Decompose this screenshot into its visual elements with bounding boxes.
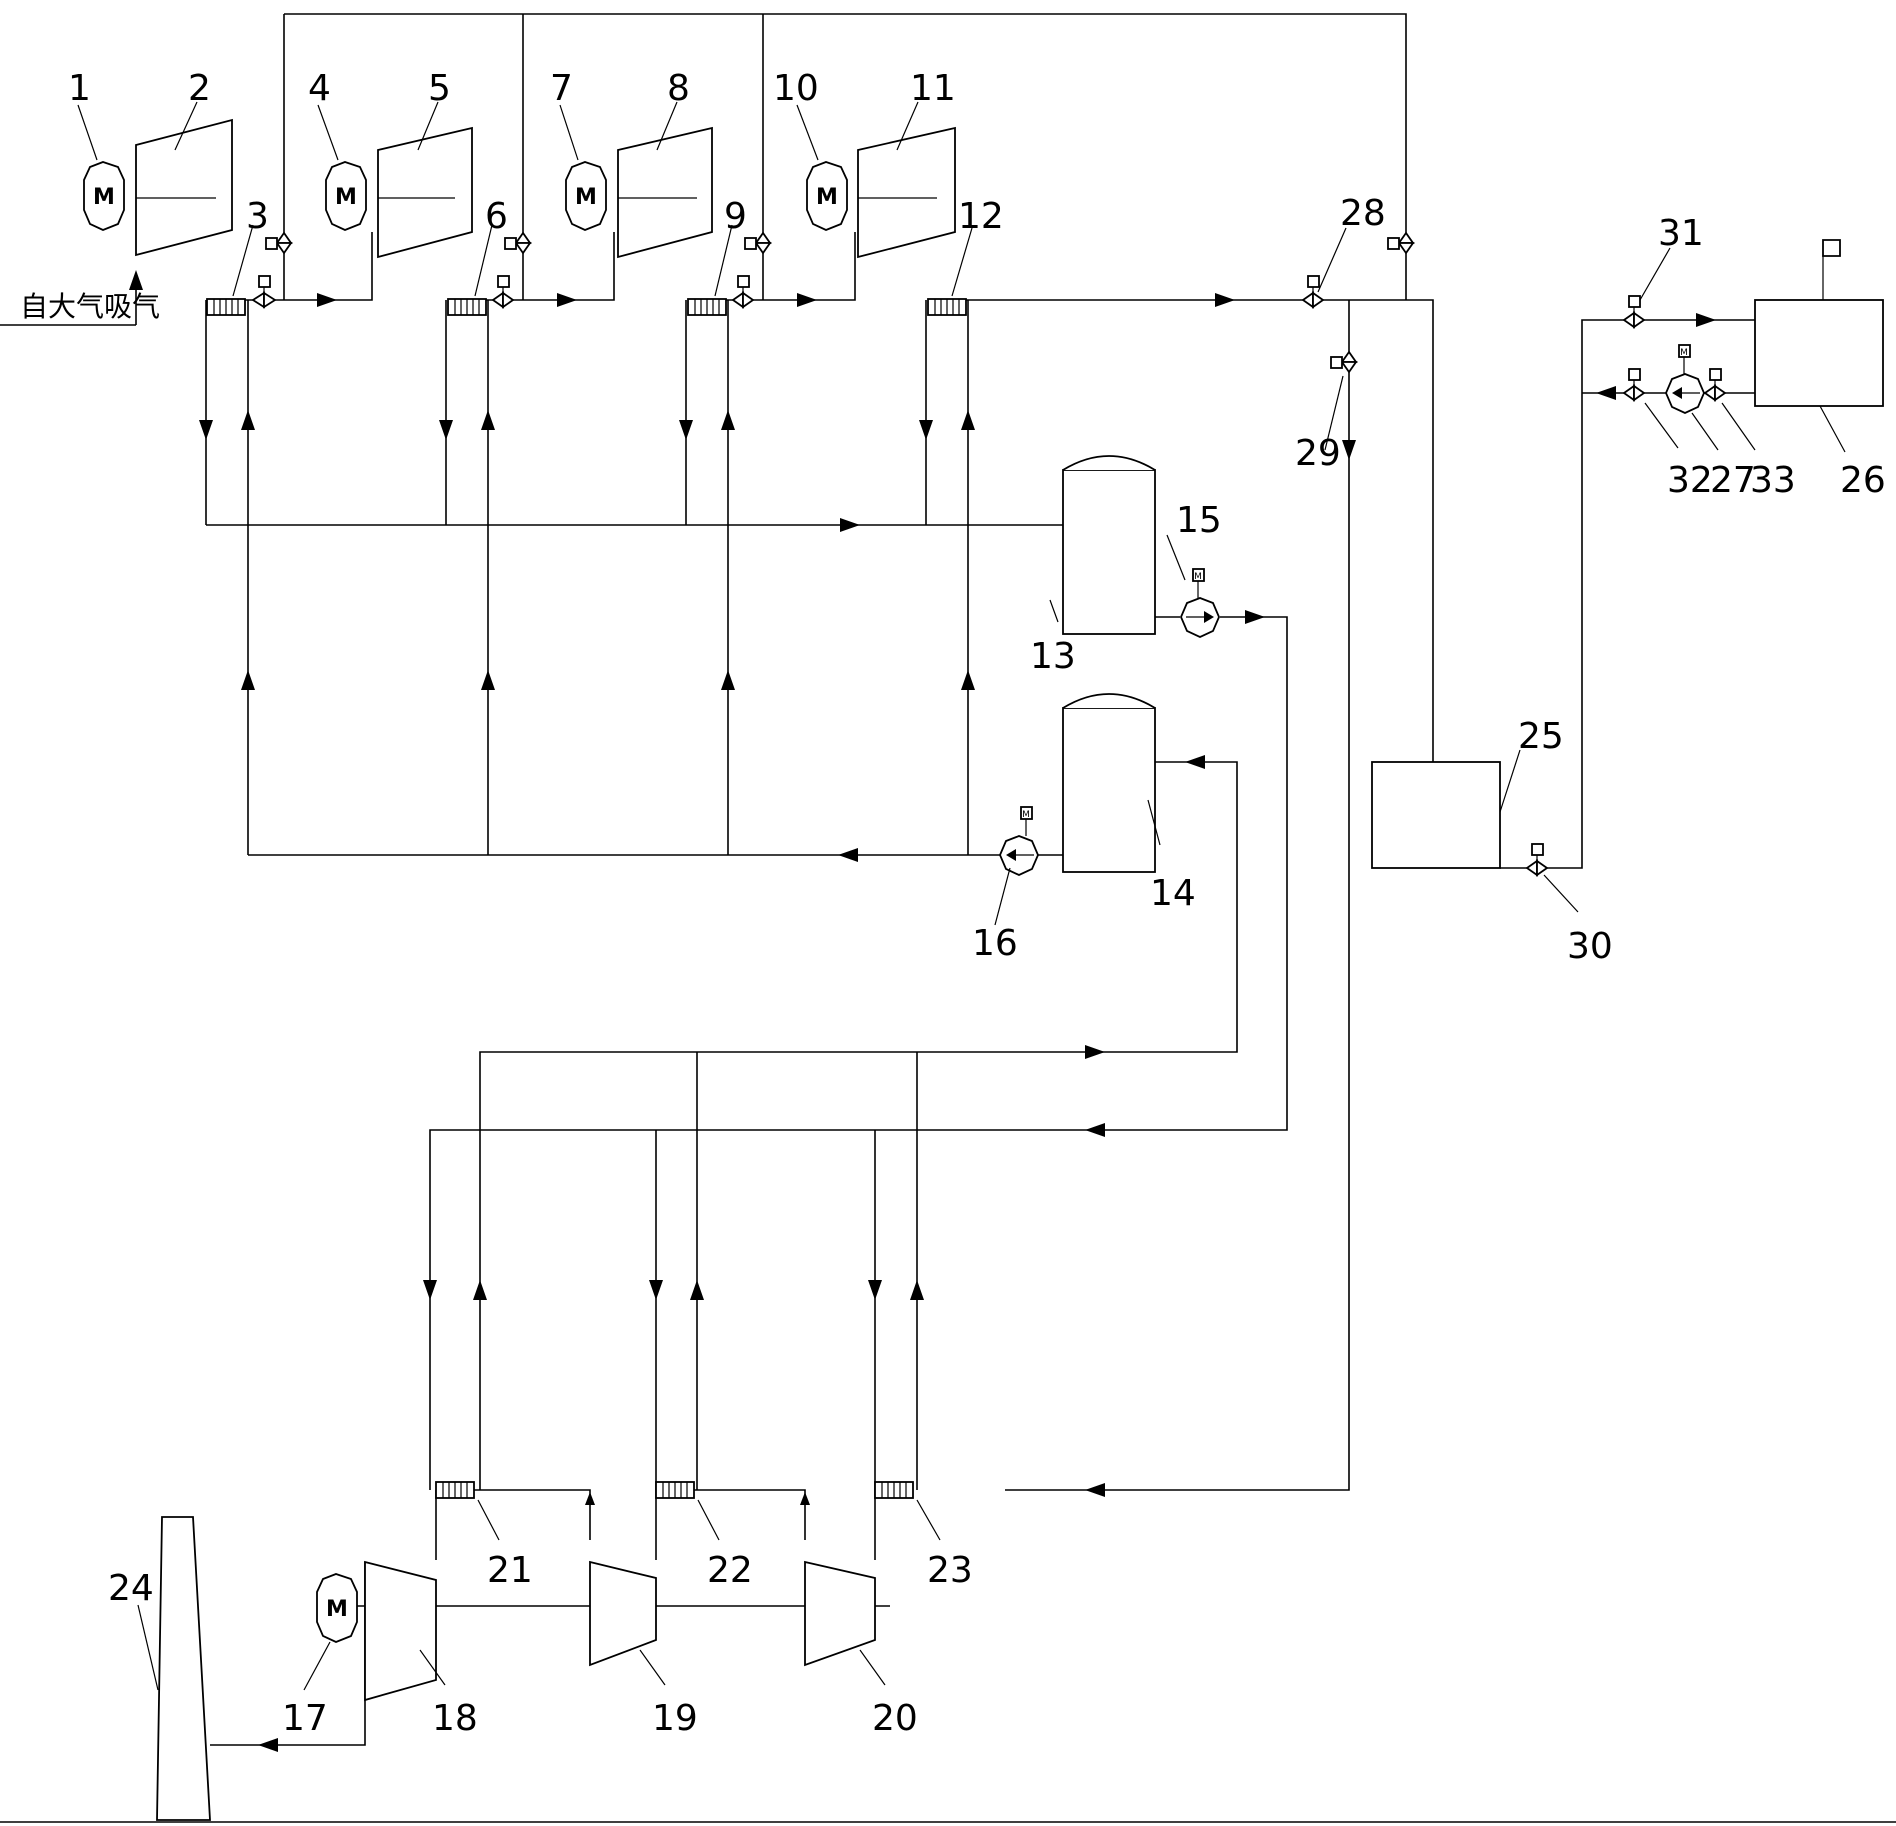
pump-15-icon: M	[1180, 568, 1220, 638]
label-20: 20	[872, 1698, 918, 1739]
heat-exchanger-22	[655, 1481, 695, 1499]
motor-17-icon: M	[316, 1573, 358, 1643]
label-15: 15	[1176, 500, 1222, 541]
label-6: 6	[485, 196, 508, 237]
label-14: 14	[1150, 873, 1196, 914]
user-unit-26	[1754, 239, 1884, 407]
label-10: 10	[773, 68, 819, 109]
expander-18	[364, 1560, 437, 1702]
valve-33-icon	[1703, 368, 1727, 402]
motor-7-icon: M	[565, 161, 607, 231]
valve-vertical-icon	[1387, 231, 1415, 255]
label-1: 1	[68, 68, 91, 109]
motor-symbol: M	[575, 185, 597, 210]
label-3: 3	[246, 196, 269, 237]
expander-19	[589, 1560, 657, 1667]
label-13: 13	[1030, 636, 1076, 677]
label-7: 7	[550, 68, 573, 109]
valve-horizontal-icon	[731, 275, 755, 309]
label-11: 11	[910, 68, 956, 109]
valves	[251, 231, 1727, 877]
label-4: 4	[308, 68, 331, 109]
valve-28-icon	[1301, 275, 1325, 309]
pump-16-icon: M	[999, 806, 1039, 876]
valve-motor-symbol: M	[1022, 810, 1030, 820]
upper-compressor-3	[617, 126, 713, 259]
valve-motor-symbol: M	[1194, 572, 1202, 582]
expander-20	[804, 1560, 876, 1667]
motor-symbol: M	[335, 185, 357, 210]
heat-exchanger-12	[927, 298, 967, 316]
valve-horizontal-icon	[491, 275, 515, 309]
cold-water-tank-14	[1062, 693, 1156, 873]
label-28: 28	[1340, 193, 1386, 234]
chimney-24	[156, 1516, 211, 1821]
label-29: 29	[1295, 433, 1341, 474]
label-17: 17	[282, 1698, 328, 1739]
label-32: 32	[1667, 460, 1713, 501]
label-31: 31	[1658, 213, 1704, 254]
flow-arrows	[129, 270, 1716, 1752]
motor-1-icon: M	[83, 161, 125, 231]
label-27: 27	[1710, 460, 1756, 501]
motor-symbol: M	[93, 185, 115, 210]
storage-unit-25	[1371, 761, 1501, 869]
heat-exchanger-6	[447, 298, 487, 316]
valve-vertical-icon	[744, 231, 772, 255]
label-30: 30	[1567, 926, 1613, 967]
label-23: 23	[927, 1550, 973, 1591]
label-22: 22	[707, 1550, 753, 1591]
label-33: 33	[1750, 460, 1796, 501]
valve-32-icon	[1622, 368, 1646, 402]
label-18: 18	[432, 1698, 478, 1739]
heat-exchanger-23	[874, 1481, 914, 1499]
pump-27-icon: M	[1665, 344, 1705, 414]
label-8: 8	[667, 68, 690, 109]
label-21: 21	[487, 1550, 533, 1591]
valve-29-icon	[1330, 350, 1358, 374]
valve-vertical-icon	[265, 231, 293, 255]
label-26: 26	[1840, 460, 1886, 501]
label-2: 2	[188, 68, 211, 109]
heat-exchanger-21	[435, 1481, 475, 1499]
component-numbers: 1 2 3 4 5 6 7 8 9 10 11 12 13 14 15 16 1…	[68, 68, 1886, 1739]
motor-symbol: M	[326, 1597, 348, 1622]
valve-31-icon	[1622, 295, 1646, 329]
upper-compressor-1	[135, 118, 233, 257]
valve-30-icon	[1525, 843, 1549, 877]
label-16: 16	[972, 923, 1018, 964]
label-5: 5	[428, 68, 451, 109]
label-25: 25	[1518, 716, 1564, 757]
heat-exchanger-9	[687, 298, 727, 316]
upper-compressor-2	[377, 126, 473, 259]
label-9: 9	[724, 196, 747, 237]
motor-10-icon: M	[806, 161, 848, 231]
hot-water-tank-13	[1062, 455, 1156, 635]
motor-4-icon: M	[325, 161, 367, 231]
upper-compressor-4	[857, 126, 956, 259]
heat-exchanger-3	[206, 298, 246, 316]
motor-symbol: M	[816, 185, 838, 210]
valve-vertical-icon	[504, 231, 532, 255]
label-24: 24	[108, 1568, 154, 1609]
leader-lines	[77, 101, 1846, 1691]
intake-label: 自大气吸气	[20, 290, 160, 323]
valve-horizontal-icon	[251, 275, 277, 309]
label-12: 12	[958, 196, 1004, 237]
valve-motor-symbol: M	[1680, 348, 1688, 358]
label-19: 19	[652, 1698, 698, 1739]
